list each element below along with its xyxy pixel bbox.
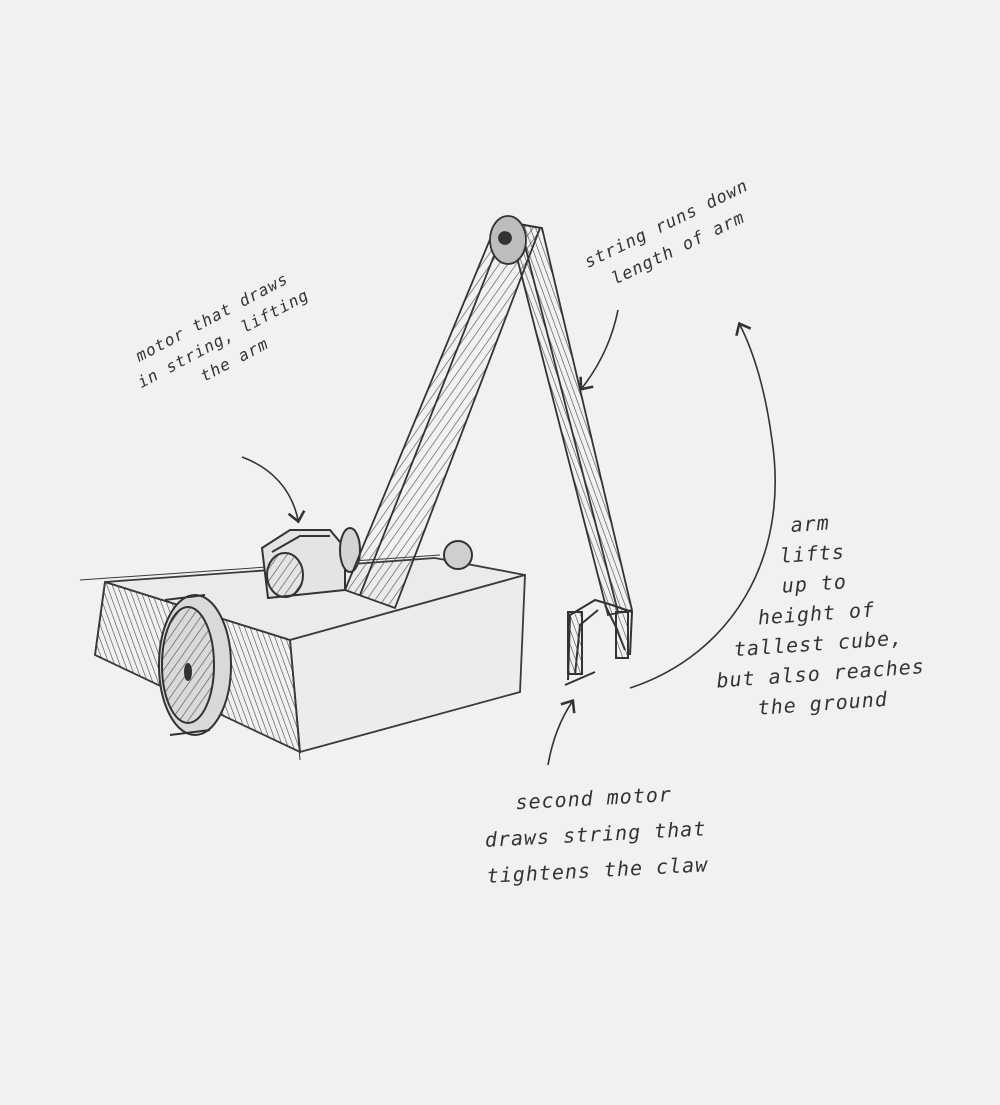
arrow-string xyxy=(582,310,618,388)
wheel xyxy=(159,595,231,735)
annotation-second-motor: second motor draws string that tightens … xyxy=(482,774,709,893)
arrow-second-motor xyxy=(548,702,572,765)
annotation-arm: arm lifts up to height of tallest cube, … xyxy=(705,501,928,725)
arrow-motor xyxy=(242,457,298,520)
claw xyxy=(565,600,632,685)
arm-rear-beam xyxy=(345,220,540,608)
